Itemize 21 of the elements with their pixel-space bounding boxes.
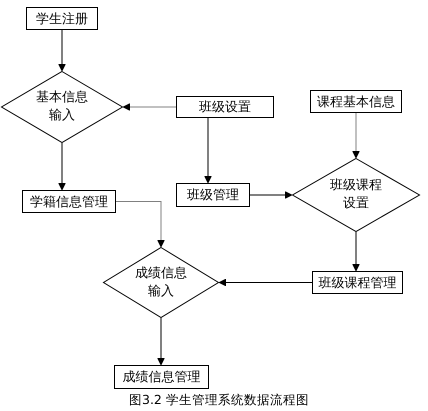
- arrow: [250, 191, 292, 199]
- arrow: [157, 318, 165, 366]
- process-box: 班级课程管理: [312, 271, 403, 294]
- arrow: [58, 142, 66, 190]
- figure-caption: 图3.2 学生管理系统数据流程图: [129, 392, 309, 407]
- arrow: [218, 278, 312, 286]
- arrow: [116, 201, 165, 248]
- process-box: 学籍信息管理: [22, 190, 116, 213]
- process-box: 课程基本信息: [310, 90, 402, 113]
- arrow: [352, 232, 360, 272]
- arrow: [122, 103, 176, 111]
- process-box: 学生注册: [26, 7, 98, 30]
- process-box: 成绩信息管理: [114, 365, 209, 389]
- arrow: [58, 30, 66, 72]
- arrow: [352, 112, 360, 158]
- process-box: 班级设置: [176, 96, 274, 118]
- decision-diamond: 成绩信息输入: [103, 247, 219, 318]
- arrow: [204, 118, 212, 184]
- process-box: 班级管理: [176, 183, 250, 207]
- decision-diamond: 班级课程设置: [292, 158, 420, 232]
- decision-diamond: 基本信息输入: [1, 71, 123, 143]
